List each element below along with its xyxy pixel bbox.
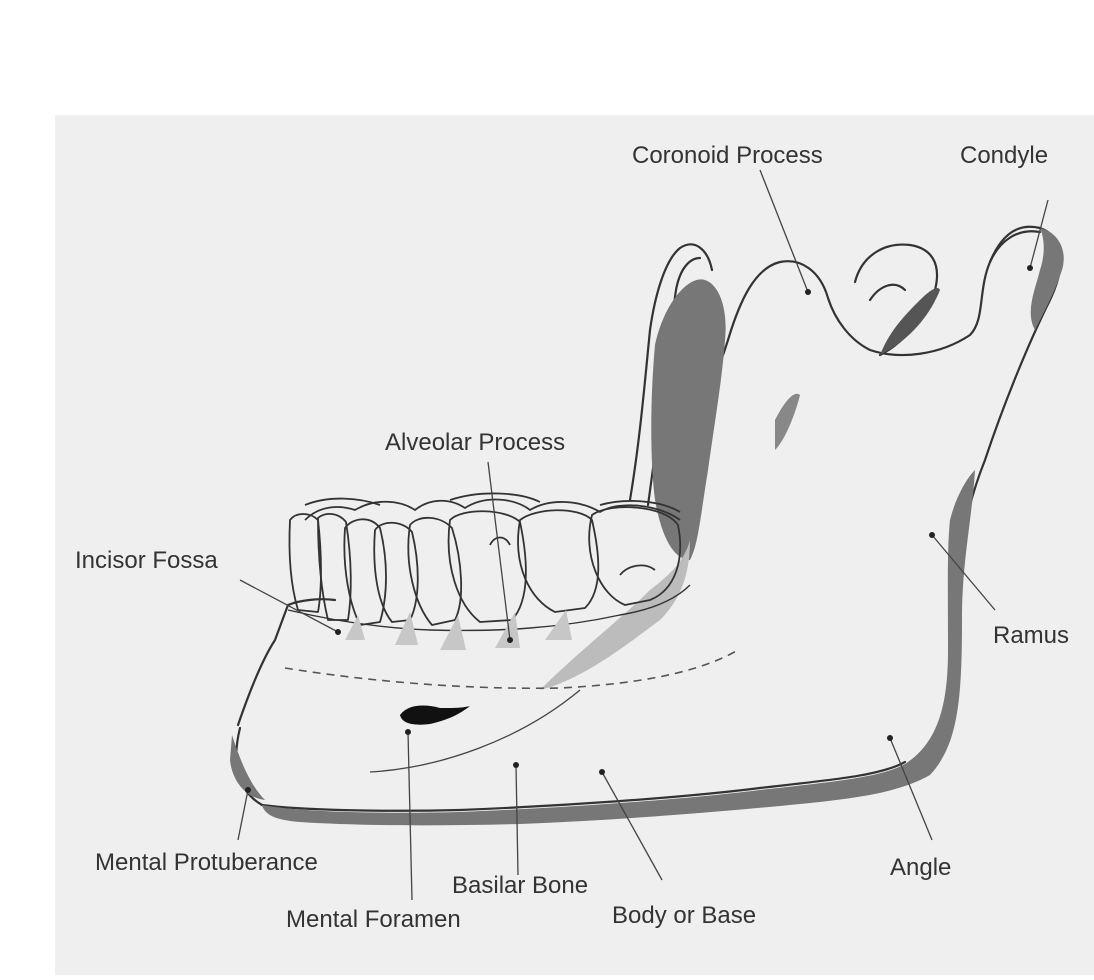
label-coronoid-process: Coronoid Process bbox=[632, 142, 823, 169]
label-mental-protuberance: Mental Protuberance bbox=[95, 849, 318, 876]
label-mental-foramen: Mental Foramen bbox=[286, 906, 461, 933]
ramus-ridge bbox=[775, 394, 800, 450]
label-alveolar-process: Alveolar Process bbox=[385, 429, 565, 456]
leader-coronoid bbox=[760, 170, 808, 292]
leader-protuberance bbox=[238, 790, 248, 840]
label-body-or-base: Body or Base bbox=[612, 902, 756, 929]
label-ramus: Ramus bbox=[993, 622, 1069, 649]
leader-alveolar bbox=[488, 462, 510, 640]
label-condyle: Condyle bbox=[960, 142, 1048, 169]
notch-shade bbox=[880, 288, 940, 355]
mental-foramen-mark bbox=[400, 706, 470, 725]
label-incisor-fossa: Incisor Fossa bbox=[75, 547, 218, 574]
tooth-incisor-1 bbox=[289, 514, 321, 612]
condyle-shade bbox=[1031, 228, 1064, 330]
leader-dots bbox=[245, 265, 1033, 793]
leader-incisor bbox=[240, 580, 338, 632]
leader-light-shade bbox=[370, 690, 580, 772]
tooth-molar-2 bbox=[518, 510, 598, 612]
tooth-premolar-2 bbox=[408, 518, 461, 625]
shading bbox=[230, 228, 1064, 825]
leader-body bbox=[602, 772, 662, 880]
label-angle: Angle bbox=[890, 854, 951, 881]
label-basilar-bone: Basilar Bone bbox=[452, 872, 588, 899]
root-shadows bbox=[345, 610, 572, 650]
coronoid-shade bbox=[651, 279, 725, 560]
leader-lines bbox=[238, 170, 1048, 900]
alveolar-basilar-boundary bbox=[285, 650, 738, 688]
